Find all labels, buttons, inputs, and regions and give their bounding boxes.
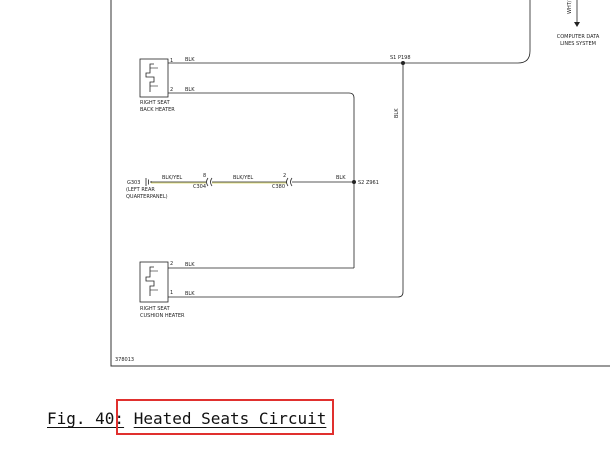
connector-icon [206, 177, 209, 187]
back-heater-label-line2: BACK HEATER [140, 107, 175, 113]
wiring-diagram-svg: WHT/ COMPUTER DATA LINES SYSTEM 1 2 RIGH… [110, 0, 610, 367]
back-heater-pin-bottom: 2 [170, 87, 173, 93]
wire-back-heater-pin2 [168, 92, 355, 268]
connector-icon [286, 177, 289, 187]
cushion-heater-label-line2: CUSHION HEATER [140, 313, 185, 319]
heater-element-icon [145, 63, 155, 92]
back-heater-pin-top: 1 [170, 58, 173, 64]
back-heater-box [139, 58, 169, 98]
heater-element-icon [145, 266, 155, 296]
connector-c380-label: C380 [272, 184, 285, 190]
splice-s2-label: S2 Z961 [358, 180, 379, 186]
cushion-heater-box [139, 261, 169, 303]
back-heater-label-line1: RIGHT SEAT [140, 100, 171, 106]
highlight-box [116, 399, 334, 435]
arrow-down-icon [574, 22, 580, 27]
connector-c304-pin: 8 [203, 173, 206, 179]
splice-s1-dot [401, 61, 405, 65]
wire-cushion-heater-pin1 [168, 63, 404, 298]
cushion-heater-label-line1: RIGHT SEAT [140, 306, 171, 312]
figure-caption: Fig. 40: Heated Seats Circuit [47, 409, 326, 428]
splice-s1-label: S1 P198 [390, 55, 411, 61]
computer-label-line1: COMPUTER DATA [557, 34, 600, 40]
wire-label-2: BLK [185, 87, 195, 93]
right-seat-cushion-heater: 2 1 RIGHT SEAT CUSHION HEATER [139, 261, 185, 319]
wire-to-computer [403, 0, 531, 64]
wire-label-vertical: BLK [394, 108, 400, 118]
reference-number: 378013 [115, 357, 134, 363]
wire-label-3: BLK [185, 262, 195, 268]
computer-label-line2: LINES SYSTEM [560, 41, 596, 47]
wire-splice-label: BLK [336, 175, 346, 181]
diagram-frame [110, 0, 610, 367]
computer-data-lines-system: WHT/ COMPUTER DATA LINES SYSTEM [557, 0, 600, 47]
figure-title: Heated Seats Circuit [133, 409, 327, 428]
ground-location-line2: QUARTERPANEL) [126, 194, 168, 200]
connector-c380-pin: 2 [283, 173, 286, 179]
ground-g303: G303 (LEFT REAR QUARTERPANEL) [126, 178, 168, 200]
ground-location-line1: (LEFT REAR [126, 187, 155, 193]
wire-label-4: BLK [185, 291, 195, 297]
right-seat-back-heater: 1 2 RIGHT SEAT BACK HEATER [139, 58, 175, 113]
connector-c304-label: C304 [193, 184, 206, 190]
splice-s2-dot [352, 180, 356, 184]
wire-ground-label-1: BLK/YEL [162, 175, 182, 181]
wire-label-1: BLK [185, 57, 195, 63]
connector-c380: 2 C380 [272, 173, 293, 190]
connector-c304: 8 C304 [193, 173, 213, 190]
figure-number: Fig. 40: [47, 409, 125, 428]
wiring-diagram: WHT/ COMPUTER DATA LINES SYSTEM 1 2 RIGH… [110, 0, 610, 367]
computer-wire-label: WHT/ [567, 0, 573, 14]
cushion-heater-pin-top: 2 [170, 261, 173, 267]
ground-code: G303 [127, 180, 140, 186]
cushion-heater-pin-bottom: 1 [170, 290, 173, 296]
wire-ground-label-2: BLK/YEL [233, 175, 253, 181]
